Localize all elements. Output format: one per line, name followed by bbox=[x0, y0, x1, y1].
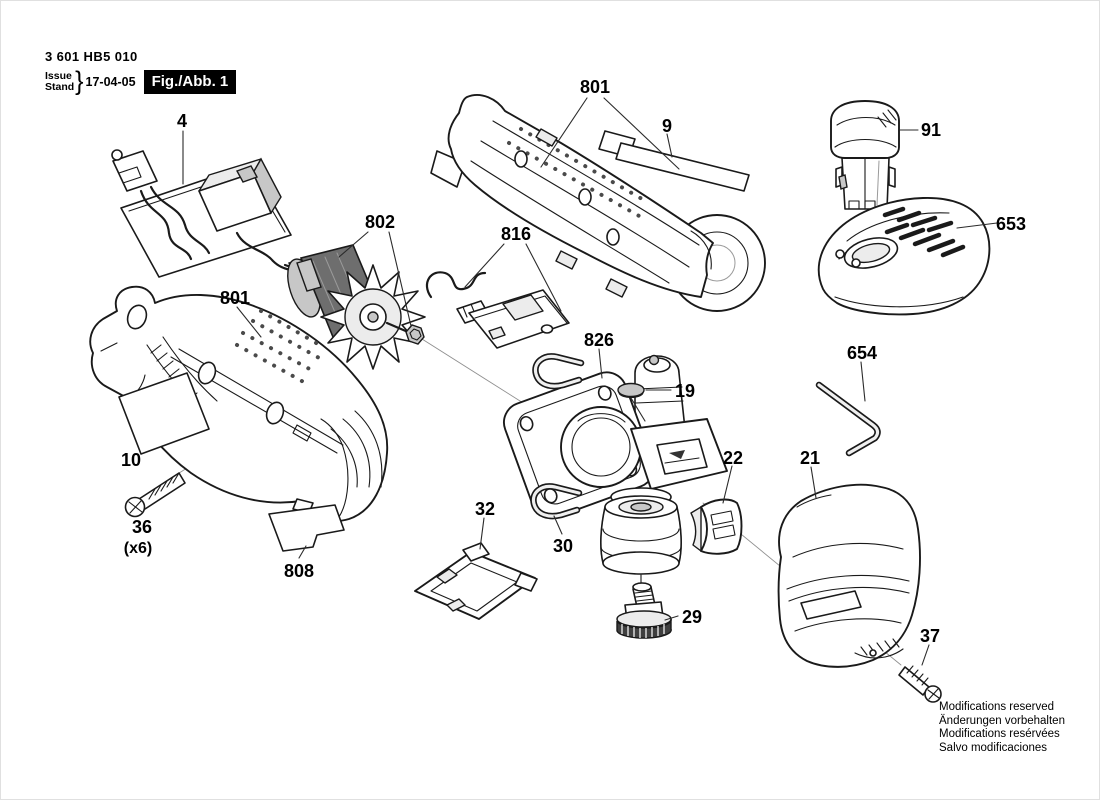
callout-sticker-10: 10 bbox=[121, 450, 141, 470]
latch-part-22 bbox=[690, 498, 743, 555]
notice-line-es: Salvo modificaciones bbox=[939, 741, 1048, 754]
document-number: 3 601 HB5 010 bbox=[45, 49, 138, 64]
callout-charger: 653 bbox=[996, 214, 1026, 234]
leader-lines bbox=[182, 97, 998, 666]
sticker-strip-part-9 bbox=[598, 130, 750, 192]
tray-part-32 bbox=[414, 542, 538, 620]
notice-line-fr: Modifications resérvées bbox=[939, 728, 1060, 740]
callout-outer-housing: 801 bbox=[220, 288, 250, 308]
callout-screw-36-qty: (x6) bbox=[124, 540, 152, 557]
issue-label: Issue bbox=[45, 70, 72, 82]
screw-part-36 bbox=[124, 472, 186, 518]
issue-date: 17-04-05 bbox=[85, 74, 136, 89]
knob-part-29 bbox=[616, 582, 672, 639]
callout-switch: 816 bbox=[501, 224, 531, 244]
callout-knob: 29 bbox=[682, 607, 702, 627]
callout-sticker-strip: 9 bbox=[662, 116, 672, 136]
callout-hex-key: 654 bbox=[847, 343, 877, 363]
outer-housing-part-801 bbox=[89, 285, 389, 522]
cover-part-21 bbox=[777, 483, 921, 668]
clip-top-part-30 bbox=[532, 353, 585, 390]
electronic-module-part-4 bbox=[111, 149, 316, 279]
callout-labels: 4 801 9 91 653 802 816 826 654 19 22 21 … bbox=[121, 77, 1026, 646]
callout-tray: 32 bbox=[475, 499, 495, 519]
battery-part-91 bbox=[830, 100, 900, 210]
sticker-part-808 bbox=[268, 504, 345, 552]
callout-sticker-808: 808 bbox=[284, 561, 314, 581]
switch-slider-part-816 bbox=[425, 271, 570, 349]
screw-part-37 bbox=[898, 665, 942, 703]
inner-housing-part-801 bbox=[430, 94, 766, 312]
notice-line-de: Änderungen vorbehalten bbox=[939, 714, 1065, 727]
charger-part-653 bbox=[817, 197, 991, 316]
hex-key-part-654 bbox=[815, 381, 881, 457]
brace-glyph: } bbox=[75, 66, 84, 96]
callout-screw-37: 37 bbox=[920, 626, 940, 646]
stand-label: Stand bbox=[45, 80, 75, 93]
issue-stand-labels: Issue Stand bbox=[45, 71, 74, 92]
sticker-part-10 bbox=[118, 372, 210, 455]
modification-notice: Modifications reserved Änderungen vorbeh… bbox=[939, 701, 1065, 755]
motor-part-802 bbox=[283, 244, 426, 370]
drawing-header: 3 601 HB5 010 Issue Stand } 17-04-05 Fig… bbox=[45, 49, 237, 96]
callout-battery: 91 bbox=[921, 120, 941, 140]
callout-motor: 802 bbox=[365, 212, 395, 232]
callout-module: 4 bbox=[177, 111, 187, 131]
callout-gear-head: 826 bbox=[584, 330, 614, 350]
figure-badge: Fig./Abb. 1 bbox=[143, 69, 237, 94]
callout-cover: 21 bbox=[800, 448, 820, 468]
callout-clip: 30 bbox=[553, 536, 573, 556]
notice-line-en: Modifications reserved bbox=[939, 701, 1055, 713]
callout-latch: 22 bbox=[723, 448, 743, 468]
issue-row: Issue Stand } 17-04-05 Fig./Abb. 1 bbox=[45, 66, 237, 96]
cap-part-19 bbox=[617, 382, 646, 422]
gear-head-part-826 bbox=[503, 354, 728, 586]
callout-screw-36: 36 bbox=[132, 517, 152, 537]
callout-cap: 19 bbox=[675, 381, 695, 401]
callout-inner-housing: 801 bbox=[580, 77, 610, 97]
